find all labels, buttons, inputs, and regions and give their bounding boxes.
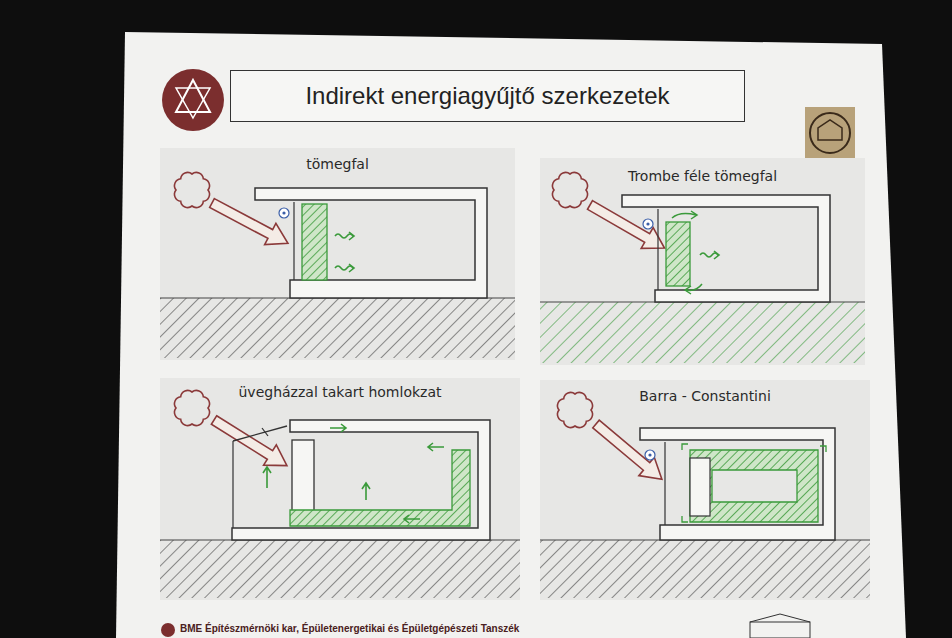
panel-heading: üvegházzal takart homlokzat (160, 384, 520, 401)
slide-title: Indirekt energiagyűjtő szerkezetek (305, 82, 669, 110)
diagram-panel: tömegfal (160, 148, 515, 360)
panel-heading: Barra - Constantini (540, 388, 870, 405)
footer-label: BME Építészmérnöki kar, Épületenergetika… (180, 623, 519, 634)
panel-heading: tömegfal (160, 156, 515, 173)
panel-heading: Trombe féle tömegfal (540, 168, 865, 185)
diagram-panel: üvegházzal takart homlokzat (160, 378, 520, 600)
diagram-panel: Trombe féle tömegfal (540, 158, 865, 365)
title-box: Indirekt energiagyűjtő szerkezetek (230, 70, 745, 122)
diagram-panel: Barra - Constantini (540, 380, 870, 600)
